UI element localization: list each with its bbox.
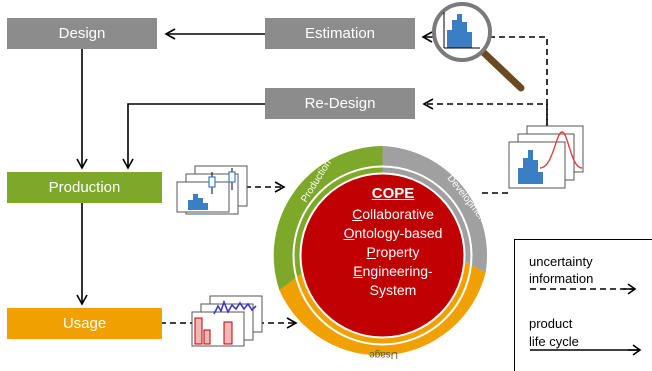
legend-product-line2: life cycle <box>529 334 579 349</box>
production-box: Production <box>7 172 162 203</box>
estimation-box: Estimation <box>265 18 415 49</box>
ring-label-usage: Usage <box>369 349 398 360</box>
cope-line-property: Property <box>366 244 420 260</box>
cope-title: COPE <box>371 185 415 202</box>
estimation-label: Estimation <box>304 25 376 42</box>
cope-line-engineering: Engineering- <box>353 263 433 279</box>
legend-uncertainty-line2: information <box>529 271 594 286</box>
lifecycle-arrows <box>76 28 265 306</box>
legend-arrows <box>530 283 642 356</box>
timeseries-histogram-icon <box>191 295 263 347</box>
legend-uncertainty-line1: uncertainty <box>529 254 593 269</box>
cope-center-text: COPE Collaborative Ontology-based Proper… <box>318 184 468 300</box>
cope-line-collaborative: Collaborative <box>352 206 434 222</box>
cope-line-system: System <box>369 282 417 298</box>
redesign-box: Re-Design <box>265 88 415 119</box>
usage-box: Usage <box>7 308 162 339</box>
usage-label: Usage <box>62 315 107 332</box>
boxplot-histogram-icon <box>176 165 248 215</box>
cope-line-ontology: Ontology-based <box>343 225 443 241</box>
redesign-label: Re-Design <box>304 95 376 112</box>
histogram-normal-curve-icon <box>508 125 584 189</box>
production-label: Production <box>48 179 121 196</box>
magnifier-histogram-icon <box>432 2 525 92</box>
cope-ring: Production Development Usage <box>273 146 490 360</box>
legend: uncertainty information product life cyc… <box>514 239 652 371</box>
legend-product-line1: product <box>529 316 573 331</box>
design-label: Design <box>58 25 106 42</box>
design-box: Design <box>7 18 157 49</box>
cope-core <box>299 172 466 339</box>
